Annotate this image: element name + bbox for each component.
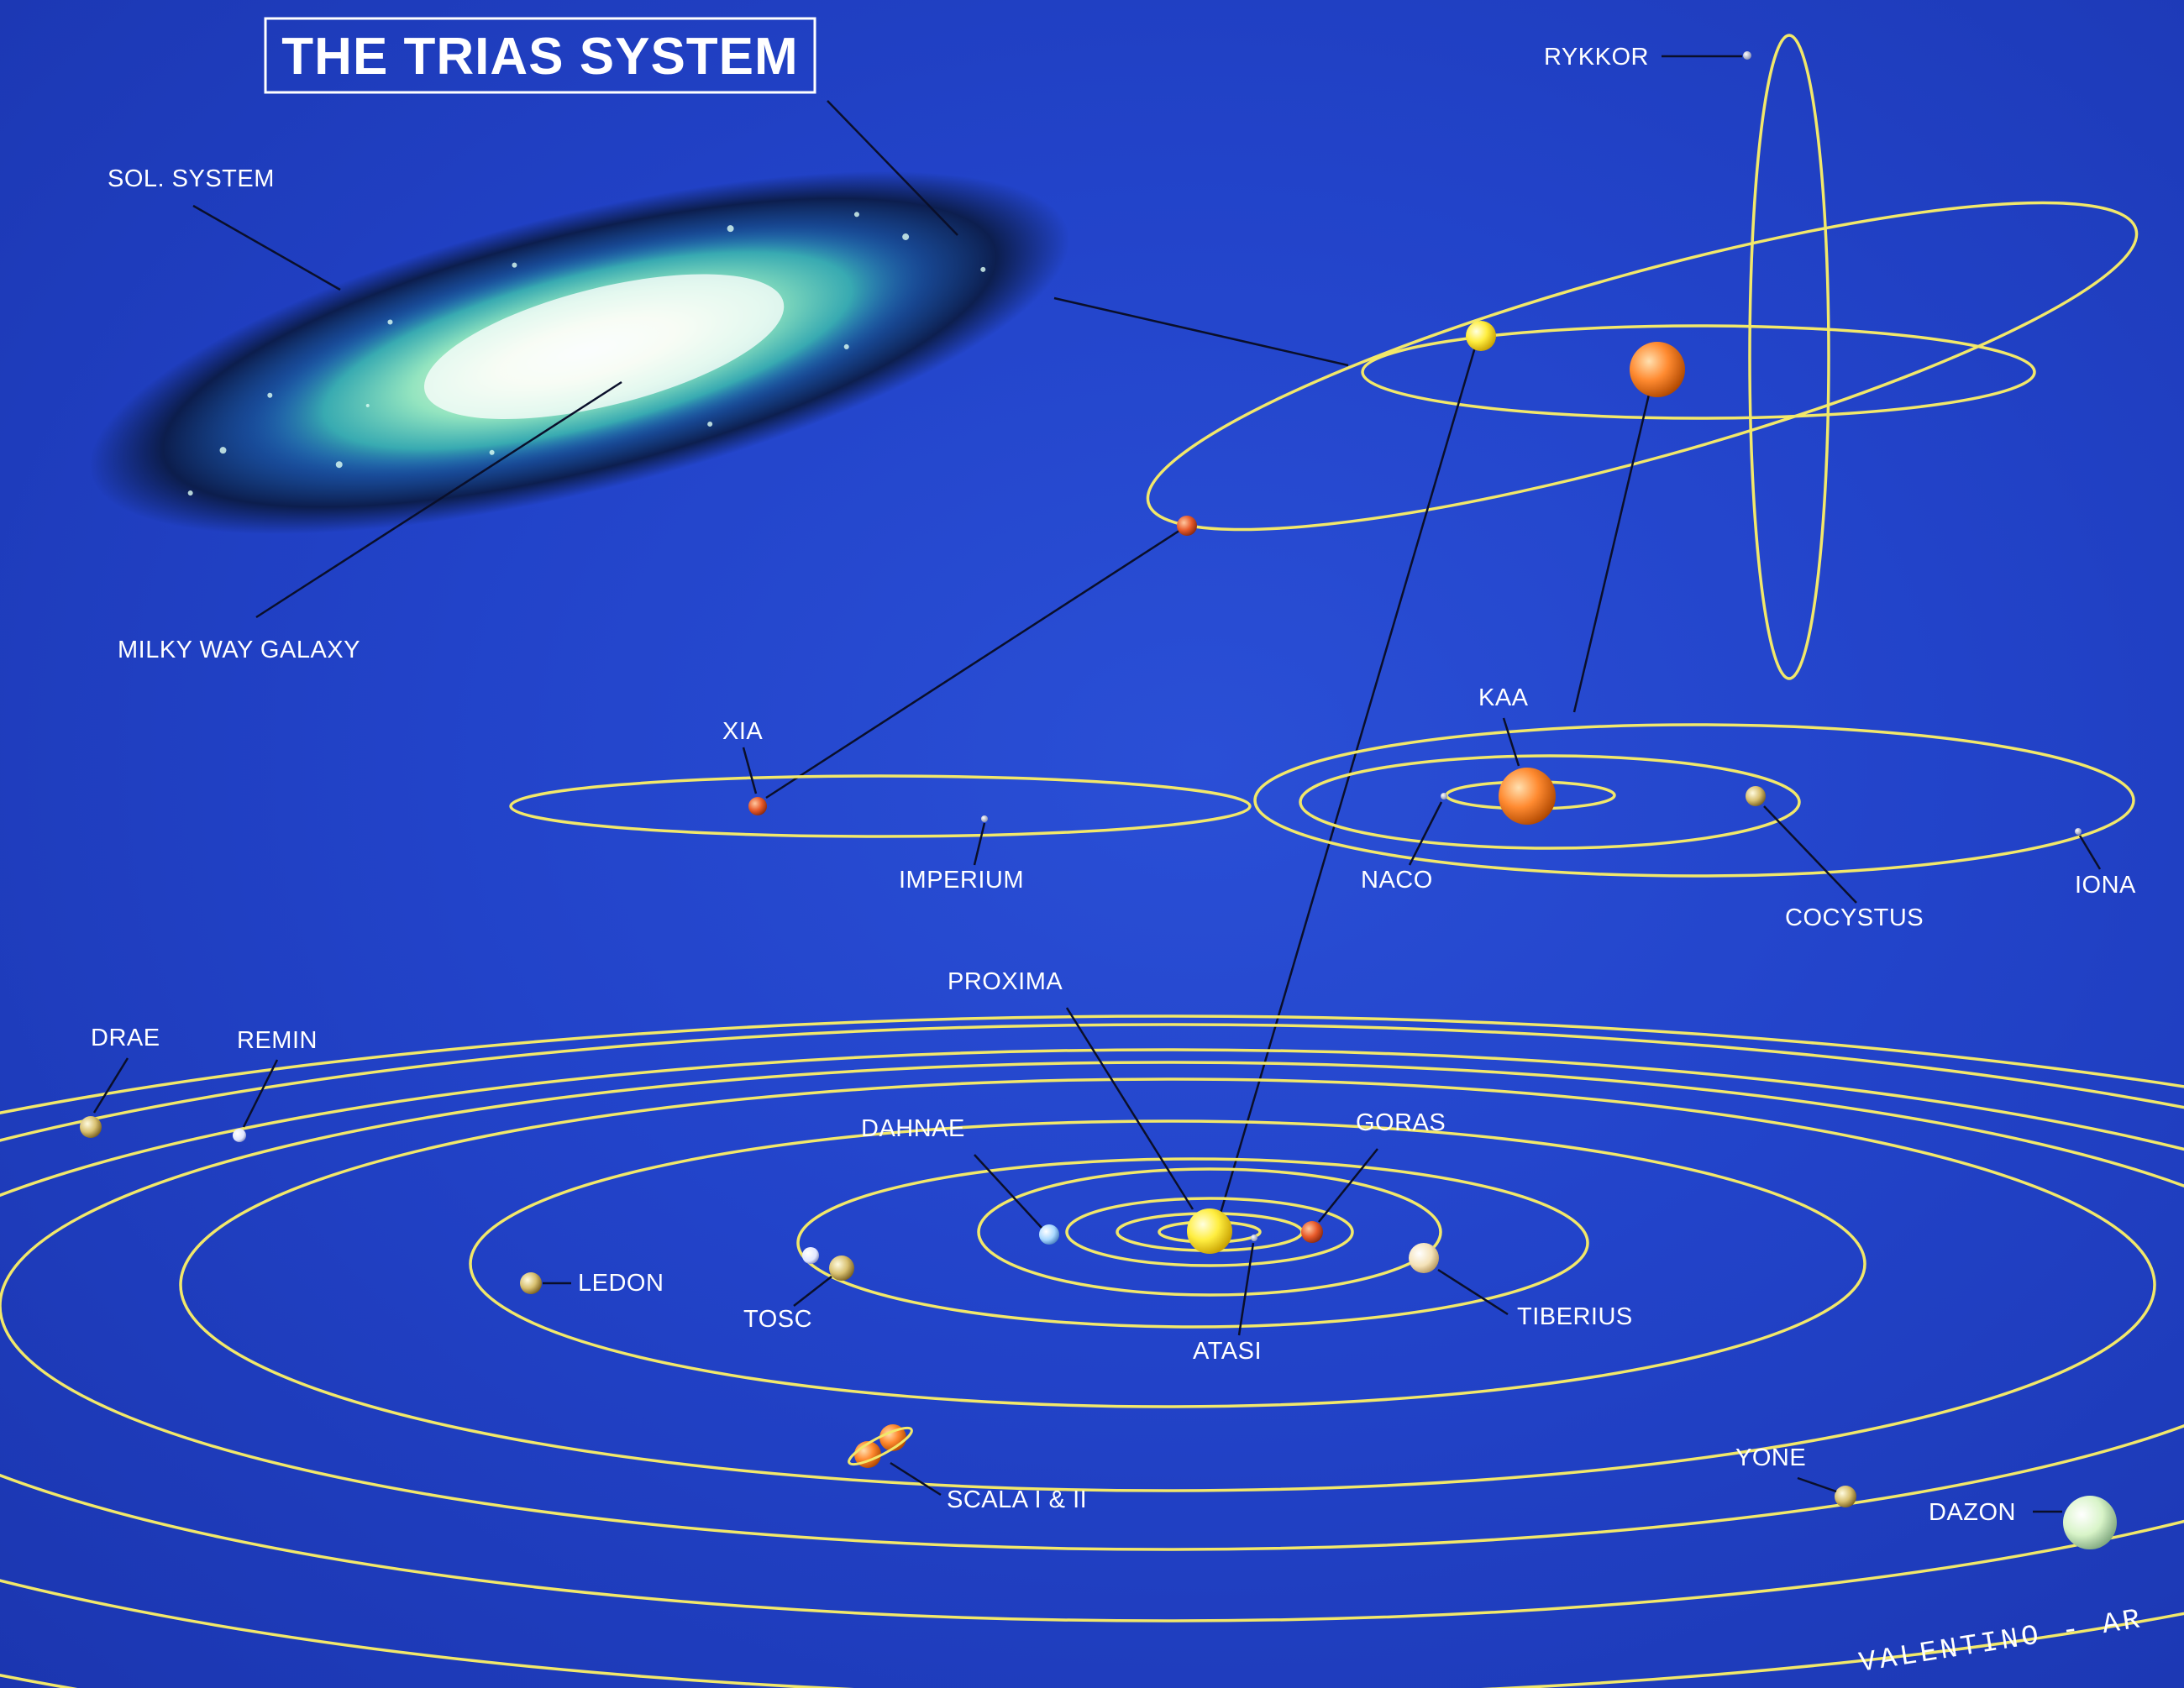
title-leader-line xyxy=(827,100,958,236)
planet-imperium xyxy=(981,815,988,822)
star-kaa xyxy=(1499,768,1556,825)
label-iona: IONA xyxy=(2075,872,2136,899)
label-milky-way-galaxy: MILKY WAY GALAXY xyxy=(118,637,360,663)
milky-way-galaxy-image xyxy=(89,170,1070,535)
goras-leader-line xyxy=(1318,1148,1378,1223)
scala-leader-line xyxy=(890,1461,942,1497)
label-goras: GORAS xyxy=(1356,1109,1446,1136)
planet-tosc-b xyxy=(829,1256,854,1281)
xia-orbit xyxy=(509,774,1252,838)
label-ledon: LEDON xyxy=(578,1270,664,1297)
remin-leader-line xyxy=(242,1059,279,1128)
title-frame xyxy=(264,17,816,94)
kaa-orbits xyxy=(1253,723,2135,878)
trias-star-proxima xyxy=(1466,321,1496,351)
milky-way-leader-line xyxy=(255,380,622,619)
label-imperium: IMPERIUM xyxy=(899,867,1024,894)
planet-dahnae xyxy=(1039,1224,1059,1245)
xia-connector-line xyxy=(765,526,1185,799)
label-dahnae: DAHNAE xyxy=(861,1115,965,1142)
planet-rykkor xyxy=(1743,51,1751,60)
label-cocystus: COCYSTUS xyxy=(1785,904,1924,931)
page-title: THE TRIAS SYSTEM xyxy=(281,28,798,86)
imperium-leader-line xyxy=(973,822,986,866)
star-proxima xyxy=(1187,1208,1232,1254)
label-proxima: PROXIMA xyxy=(948,968,1063,995)
label-drae: DRAE xyxy=(91,1025,160,1051)
galaxy-to-trias-leader-line xyxy=(1053,296,1349,367)
tosc-leader-line xyxy=(793,1276,832,1307)
yone-leader-line xyxy=(1797,1476,1837,1493)
atasi-leader-line xyxy=(1237,1242,1255,1336)
planet-dazon xyxy=(2063,1496,2117,1549)
planet-iona xyxy=(2075,828,2082,835)
proxima-orbits xyxy=(0,1014,2184,1688)
sol-system-leader-line xyxy=(192,204,341,291)
label-remin: REMIN xyxy=(237,1027,318,1054)
label-atasi: ATASI xyxy=(1193,1338,1262,1365)
planet-tiberius xyxy=(1409,1243,1439,1273)
proxima-leader-line xyxy=(1065,1007,1194,1210)
kaa-leader-line xyxy=(1502,717,1520,767)
label-naco: NACO xyxy=(1361,867,1433,894)
trias-stars-orbits xyxy=(1146,34,2139,680)
star-xia xyxy=(748,797,767,815)
label-yone: YONE xyxy=(1735,1444,1806,1471)
label-scala: SCALA I & II xyxy=(947,1486,1087,1513)
trias-star-xia xyxy=(1177,516,1197,536)
label-dazon: DAZON xyxy=(1929,1499,2016,1526)
planet-ledon xyxy=(520,1272,542,1294)
label-sol-system: SOL. SYSTEM xyxy=(108,165,275,192)
drae-leader-line xyxy=(92,1057,129,1114)
planet-drae xyxy=(80,1116,102,1138)
kaa-connector-line xyxy=(1572,369,1656,713)
planet-naco xyxy=(1441,793,1447,799)
label-kaa: KAA xyxy=(1478,684,1529,711)
planet-atasi xyxy=(1251,1235,1257,1241)
planet-yone xyxy=(1835,1486,1856,1507)
planet-tosc-a xyxy=(802,1247,819,1264)
planet-cocystus xyxy=(1746,786,1766,806)
artist-signature: VALENTINO - AR xyxy=(1857,1604,2145,1680)
naco-leader-line xyxy=(1408,801,1443,866)
label-xia: XIA xyxy=(722,718,763,745)
planet-goras xyxy=(1301,1221,1323,1243)
label-tosc: TOSC xyxy=(743,1306,812,1333)
dahnae-leader-line xyxy=(974,1154,1042,1229)
planet-scala-pair xyxy=(848,1424,913,1468)
planet-remin xyxy=(233,1129,246,1142)
tiberius-leader-line xyxy=(1437,1268,1509,1316)
trias-star-kaa xyxy=(1630,342,1685,397)
iona-leader-line xyxy=(2078,835,2102,870)
label-tiberius: TIBERIUS xyxy=(1517,1303,1633,1330)
label-rykkor: RYKKOR xyxy=(1544,44,1649,71)
cocystus-leader-line xyxy=(1763,805,1857,904)
xia-leader-line xyxy=(742,747,758,794)
